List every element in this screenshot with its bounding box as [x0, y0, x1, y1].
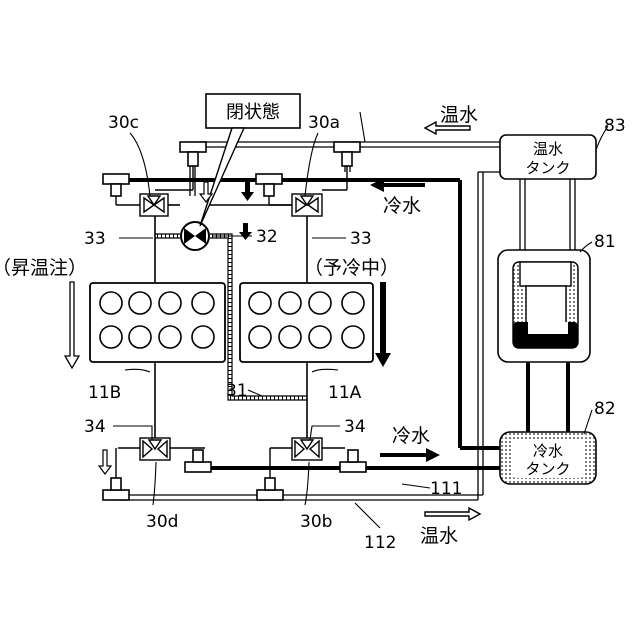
- flow-hot-top: 温水: [440, 104, 478, 126]
- label-32: 32: [256, 227, 278, 247]
- arrow-engine-11B: [65, 282, 79, 368]
- callout: 閉状態: [200, 94, 300, 226]
- t-junction-30c-left: [103, 174, 129, 184]
- t-junction-30d-bottom: [103, 490, 129, 500]
- flow-cold-top: 冷水: [383, 195, 421, 217]
- t-junction-30c-top: [180, 142, 206, 152]
- t-junction-30a-top: [334, 142, 360, 152]
- hot-tank-label-1: 温水: [533, 140, 563, 158]
- label-30d: 30d: [146, 512, 178, 532]
- t-junction-30b-right: [340, 462, 366, 472]
- label-30a: 30a: [308, 113, 340, 133]
- valve-30d: [140, 438, 170, 460]
- label-111: 111: [430, 479, 462, 499]
- valve-30b: [292, 438, 322, 460]
- arrow-engine-11A: [375, 282, 391, 367]
- arrow-cold-down-32: [239, 223, 252, 240]
- label-112: 112: [364, 533, 396, 553]
- label-31: 31: [226, 381, 248, 401]
- arrow-hot-bottom: [425, 508, 480, 520]
- state-right: （予冷中）: [304, 257, 399, 279]
- callout-text: 閉状態: [226, 102, 280, 123]
- valve-30c: [140, 194, 168, 216]
- closed-valve-32: [181, 222, 209, 250]
- engine-11B: [90, 283, 225, 362]
- arrow-hot-down-30d: [99, 450, 111, 474]
- engine-11A: [240, 283, 373, 362]
- cold-tank-label-1: 冷水: [533, 442, 563, 460]
- label-82: 82: [594, 399, 616, 419]
- hot-tank-label-2: タンク: [525, 159, 570, 177]
- t-junction-30d-right: [185, 462, 211, 472]
- label-11A: 11A: [328, 383, 362, 403]
- label-33-left: 33: [84, 229, 106, 249]
- label-30b: 30b: [300, 512, 332, 532]
- label-30c: 30c: [108, 113, 139, 133]
- arrow-cold-down-30a: [241, 181, 254, 201]
- label-34-right: 34: [344, 417, 366, 437]
- label-34-left: 34: [84, 417, 106, 437]
- t-junction-30b-bottom: [257, 490, 283, 500]
- t-junction-30a-left: [256, 174, 282, 184]
- flow-hot-bottom: 温水: [420, 525, 458, 547]
- cold-water-tank-82: 冷水 タンク: [500, 432, 596, 484]
- valve-30a: [292, 194, 322, 216]
- label-33-right: 33: [350, 229, 372, 249]
- label-83: 83: [604, 116, 626, 136]
- hot-water-tank-83: 温水 タンク: [500, 135, 596, 179]
- cold-tank-label-2: タンク: [525, 460, 570, 478]
- arrow-cold-bottom: [380, 448, 440, 462]
- label-11B: 11B: [88, 383, 121, 403]
- label-81: 81: [594, 232, 616, 252]
- flow-cold-bottom: 冷水: [392, 425, 430, 447]
- unit-81: [498, 250, 590, 362]
- state-left: （昇温注）: [0, 257, 87, 279]
